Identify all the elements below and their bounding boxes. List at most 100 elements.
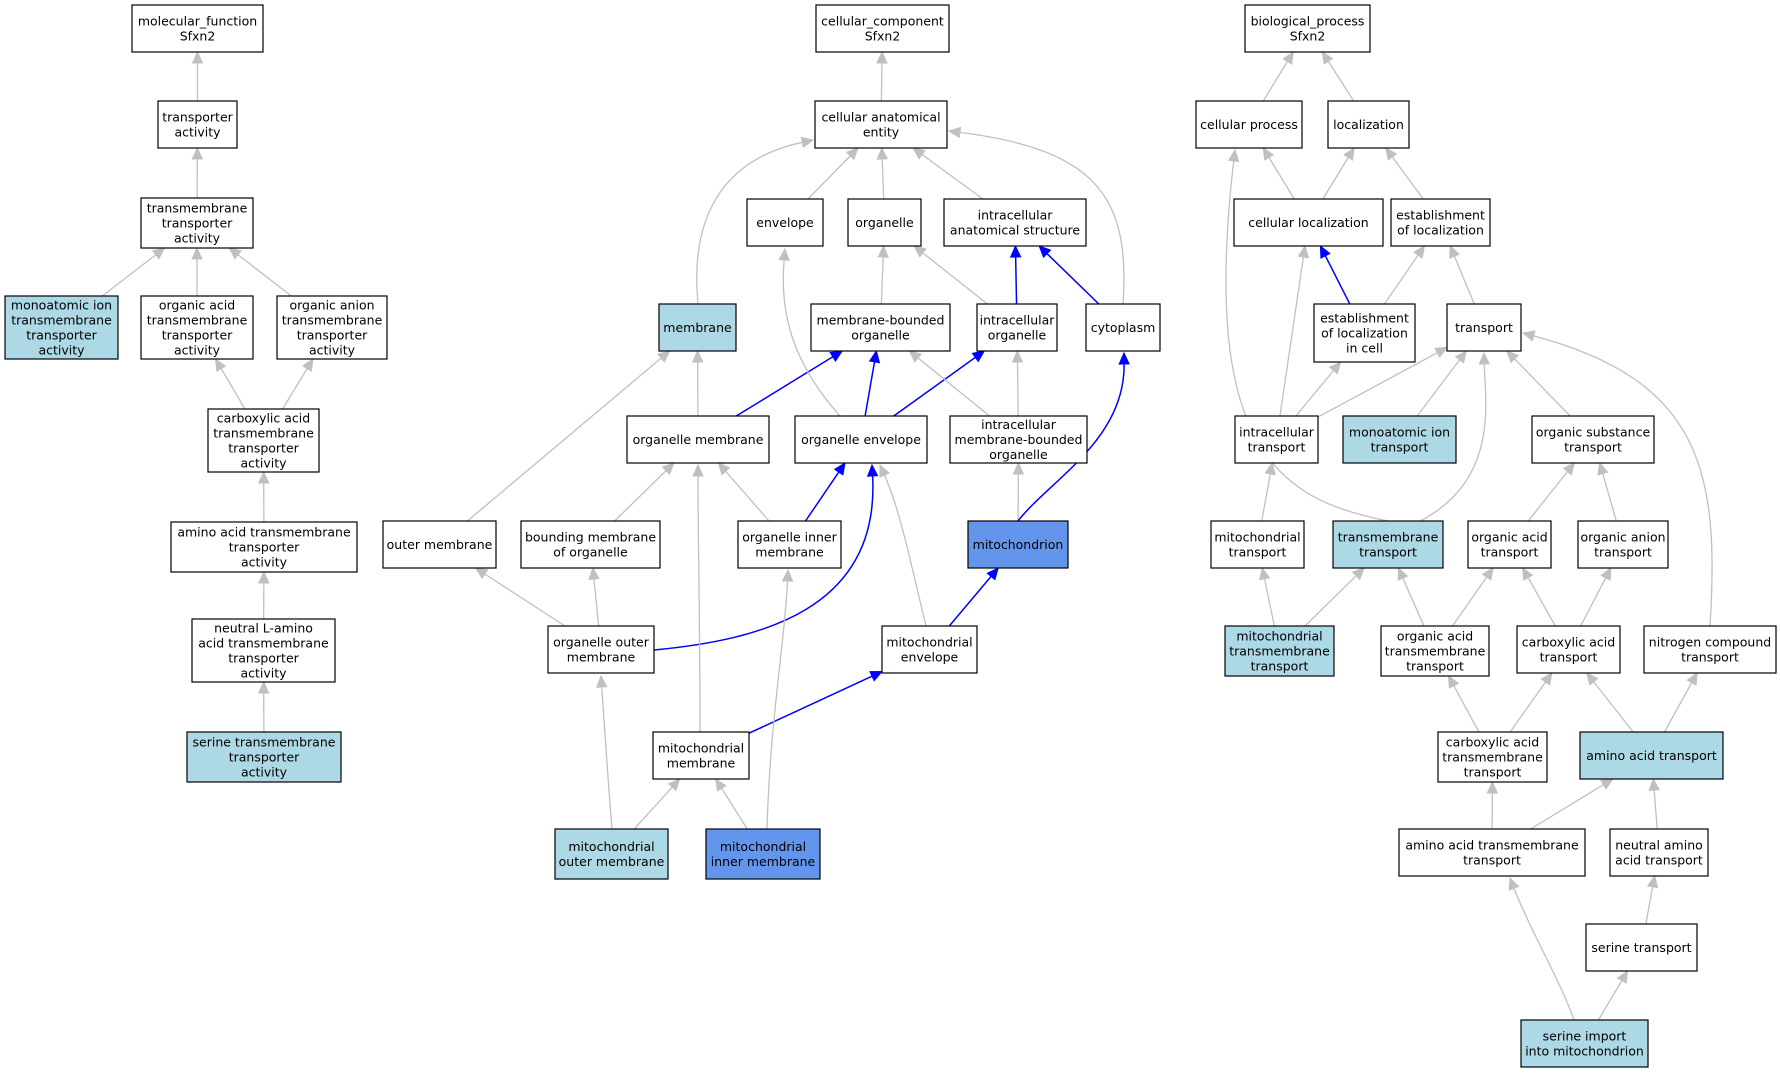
node-label-line: transport (1406, 659, 1464, 674)
go-term-node-monoatomic-ion-tm-act[interactable]: monoatomic iontransmembranetransporterac… (4, 295, 119, 360)
go-term-node-carboxylic-acid-tm-act[interactable]: carboxylic acidtransmembranetransportera… (207, 408, 320, 473)
edge-arrowhead (1648, 777, 1660, 791)
go-term-node-organelle-envelope[interactable]: organelle envelope (794, 415, 928, 464)
go-term-node-envelope[interactable]: envelope (746, 198, 824, 247)
node-box (658, 303, 737, 352)
node-box (705, 828, 821, 880)
go-term-node-serine-transport[interactable]: serine transport (1585, 923, 1698, 972)
edge-line (696, 141, 803, 305)
edge-organelle_inner_membrane-to-organelle_membrane (717, 462, 770, 522)
edge-line (748, 675, 873, 734)
edge-arrowhead (1506, 350, 1520, 364)
edge-cytoplasm-to-intracellular_anatomical_structure (1038, 245, 1100, 305)
node-label-line: transporter (162, 328, 233, 343)
go-term-node-amino-acid-transport[interactable]: amino acid transport (1579, 731, 1724, 780)
go-term-node-cytoplasm[interactable]: cytoplasm (1085, 303, 1161, 352)
node-box (1085, 303, 1161, 352)
edge-line (1513, 888, 1575, 1021)
node-label-line: cellular_component (821, 14, 944, 29)
node-box (794, 415, 928, 464)
edge-line (1593, 681, 1634, 733)
node-label-line: organelle (989, 447, 1048, 462)
go-term-node-membrane[interactable]: membrane (658, 303, 737, 352)
node-label-line: cellular anatomical (821, 110, 940, 125)
edge-line (1402, 577, 1425, 627)
node-label-line: of localization (1397, 223, 1484, 238)
go-term-node-organic-anion-tm-act[interactable]: organic aniontransmembranetransporteract… (276, 295, 388, 360)
go-term-node-organelle[interactable]: organelle (847, 198, 922, 247)
node-box (810, 303, 951, 352)
go-term-node-transport[interactable]: transport (1446, 303, 1522, 352)
node-box (943, 198, 1087, 247)
edge-arrowhead (715, 777, 727, 792)
node-label-line: cytoplasm (1091, 320, 1156, 335)
edge-cellular_anatomical_entity-to-cc_root (876, 50, 888, 102)
node-label-line: activity (240, 456, 287, 471)
edge-arrowhead (1397, 566, 1409, 581)
node-box (1210, 520, 1305, 569)
edge-intracellular_transport-to-transport (1317, 346, 1449, 418)
edge-arrowhead (1616, 969, 1629, 984)
node-label-line: transport (1359, 545, 1417, 560)
edge-line (921, 153, 984, 200)
go-term-node-outer-membrane[interactable]: outer membrane (382, 520, 497, 569)
edge-organic_acid_tm_transport-to-transmembrane_transport (1397, 566, 1425, 627)
edge-arrowhead (1434, 346, 1449, 359)
node-box (4, 295, 119, 360)
go-term-node-cellular-process[interactable]: cellular process (1195, 100, 1303, 149)
go-term-node-mitochondrion[interactable]: mitochondrion (967, 520, 1069, 569)
node-label-line: organic anion (289, 298, 374, 313)
go-term-node-organelle-membrane[interactable]: organelle membrane (626, 415, 770, 464)
edge-arrowhead (302, 357, 314, 372)
node-label-line: outer membrane (387, 537, 493, 552)
edge-line (593, 578, 600, 627)
edge-membrane-to-cellular_anatomical_entity (696, 136, 815, 305)
node-box (1437, 731, 1548, 783)
go-term-node-amino-acid-tm-act[interactable]: amino acid transmembranetransporteractiv… (170, 521, 358, 573)
go-term-node-localization[interactable]: localization (1327, 100, 1410, 149)
edge-arrowhead (228, 247, 242, 260)
edge-serine_import_mito-to-amino_acid_tm_transport (1508, 876, 1575, 1021)
go-term-node-organic-acid-tm-act[interactable]: organic acidtransmembranetransporteracti… (140, 295, 254, 360)
node-box (1577, 520, 1669, 569)
edge-arrowhead (1009, 244, 1022, 258)
go-term-node-cellular-localization[interactable]: cellular localization (1233, 198, 1384, 247)
edge-line (1597, 980, 1623, 1021)
